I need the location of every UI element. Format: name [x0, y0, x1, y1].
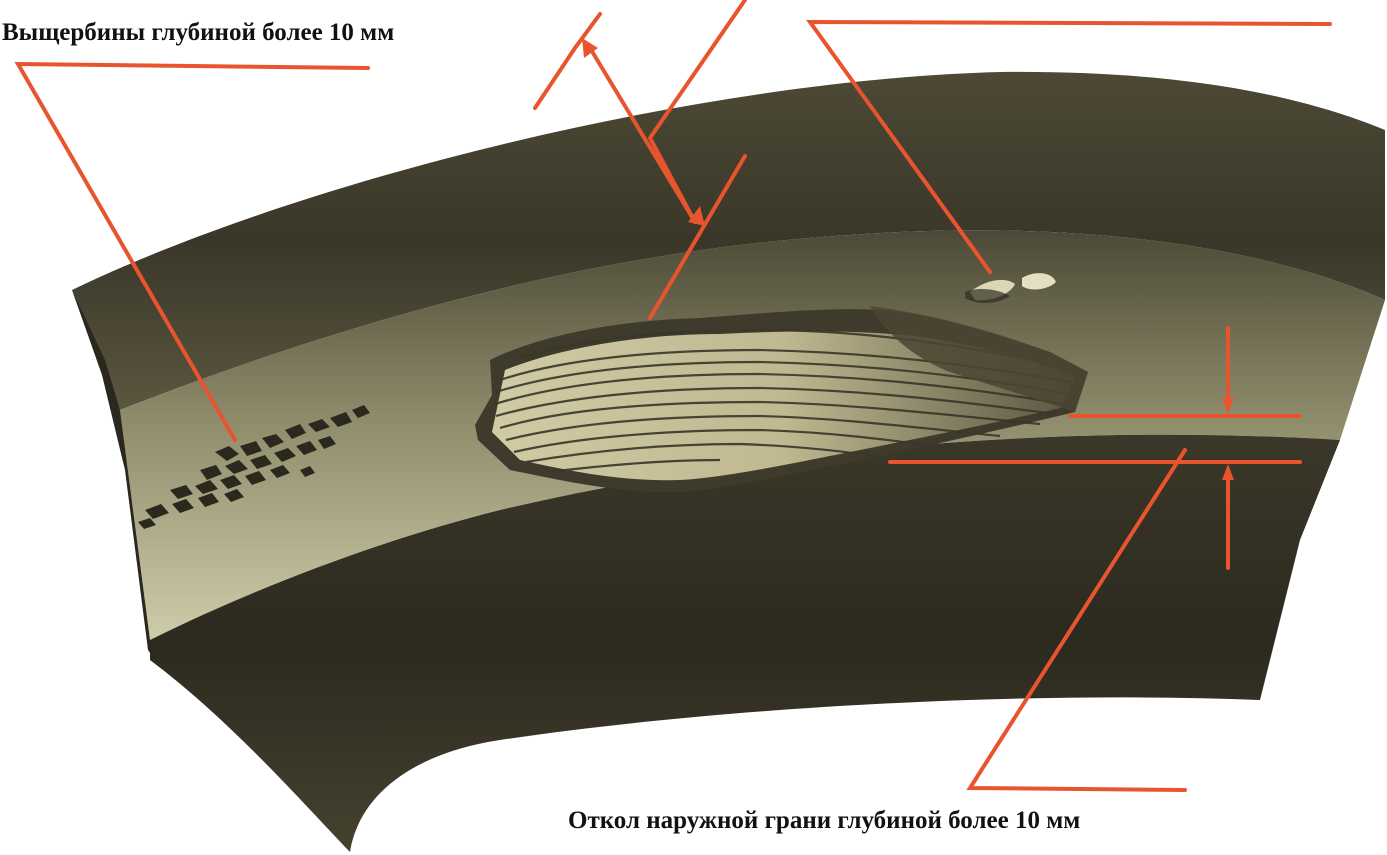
label-chips: Выщербины глубиной более 10 мм [2, 20, 394, 45]
label-edge-chip: Откол наружной грани глубиной более 10 м… [568, 808, 1080, 833]
leader-top-left [535, 14, 600, 108]
